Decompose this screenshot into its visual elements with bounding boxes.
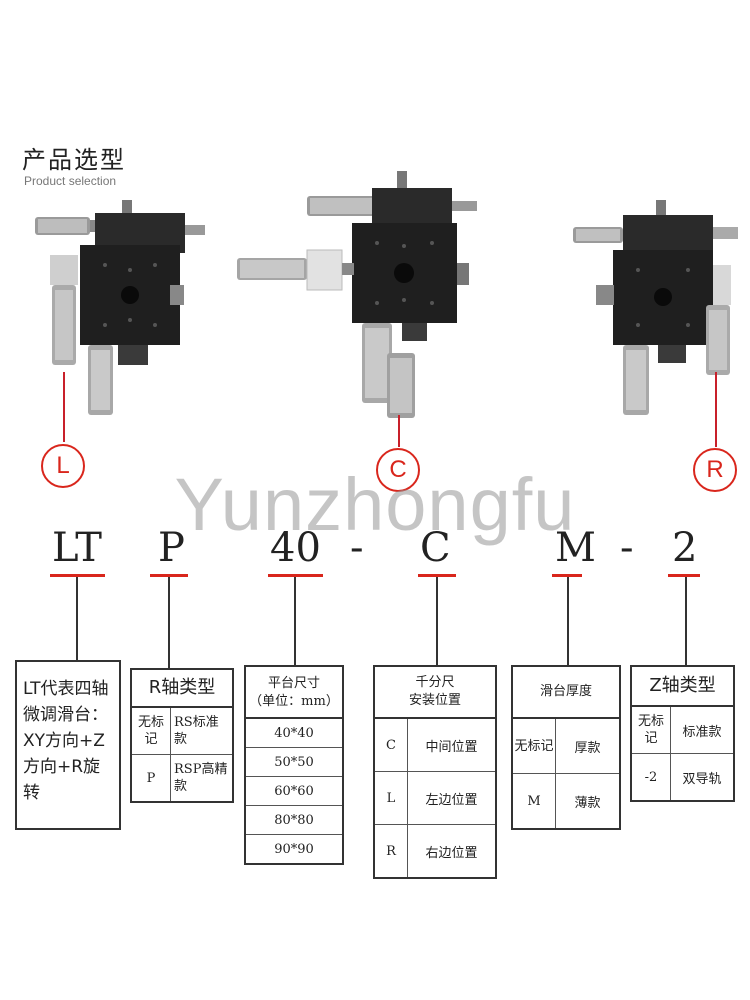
- marker-center: C: [376, 448, 420, 492]
- product-image-left: [30, 195, 220, 420]
- connector-2: [685, 577, 687, 665]
- page-subtitle: Product selection: [24, 174, 117, 188]
- code-seg-p: P: [158, 525, 185, 571]
- micrometer-title-block: 千分尺 安装位置: [373, 665, 497, 717]
- underline-m: [552, 574, 582, 577]
- page-title: 产品选型: [22, 146, 126, 174]
- code-dash-1: -: [350, 525, 364, 571]
- micrometer-title-2: 安装位置: [408, 693, 461, 708]
- code-seg-40: 40: [270, 525, 321, 571]
- platform-rows: 40*40 50*50 60*60 80*80 90*90: [244, 717, 344, 865]
- r-axis-table: R轴类型 无标记 RS标准款 P RSP高精款: [130, 668, 234, 803]
- table-row: P RSP高精款: [130, 754, 234, 803]
- connector-40: [294, 577, 296, 665]
- underline-40: [268, 574, 323, 577]
- z-axis-title: Z轴类型: [630, 665, 735, 705]
- underline-c: [418, 574, 456, 577]
- table-row: 40*40: [244, 717, 344, 748]
- code-seg-2: 2: [672, 525, 698, 571]
- connector-m: [567, 577, 569, 665]
- table-row: 无标记 RS标准款: [130, 706, 234, 755]
- platform-size-table: 平台尺寸 （单位：mm） 40*40 50*50 60*60 80*80 90*…: [244, 665, 344, 865]
- thickness-title: 滑台厚度: [511, 665, 621, 717]
- underline-p: [150, 574, 188, 577]
- table-row: 80*80: [244, 805, 344, 835]
- code-dash-2: -: [620, 525, 634, 571]
- table-row: 无标记标准款: [630, 705, 735, 754]
- code-seg-lt: LT: [52, 525, 102, 571]
- micrometer-title: 千分尺: [415, 675, 455, 690]
- platform-title: 平台尺寸: [267, 676, 320, 691]
- product-image-center: [232, 168, 492, 428]
- pointer-line-left: [63, 372, 65, 442]
- table-row: 无标记厚款: [511, 717, 621, 774]
- platform-title-block: 平台尺寸 （单位：mm）: [244, 665, 344, 717]
- table-row: 50*50: [244, 747, 344, 777]
- table-row: 60*60: [244, 776, 344, 806]
- r-axis-rows: 无标记 RS标准款 P RSP高精款: [130, 706, 234, 803]
- marker-left: L: [41, 444, 85, 488]
- platform-unit: （单位：mm）: [249, 694, 339, 709]
- code-seg-m: M: [555, 525, 596, 571]
- code-seg-c: C: [420, 525, 451, 571]
- connector-c: [436, 577, 438, 665]
- underline-lt: [50, 574, 105, 577]
- underline-2: [668, 574, 700, 577]
- lt-description-text: LT代表四轴微调滑台：XY方向+Z方向+R旋转: [23, 679, 109, 803]
- product-image-right: [568, 195, 743, 420]
- lt-description-box: LT代表四轴微调滑台：XY方向+Z方向+R旋转: [15, 660, 121, 830]
- pointer-line-center: [398, 415, 400, 447]
- connector-lt: [76, 577, 78, 660]
- marker-right: R: [693, 448, 737, 492]
- watermark: Yunzhongfu: [174, 463, 576, 546]
- connector-p: [168, 577, 170, 670]
- table-row: 90*90: [244, 834, 344, 865]
- r-axis-title: R轴类型: [130, 668, 234, 706]
- pointer-line-right: [715, 372, 717, 447]
